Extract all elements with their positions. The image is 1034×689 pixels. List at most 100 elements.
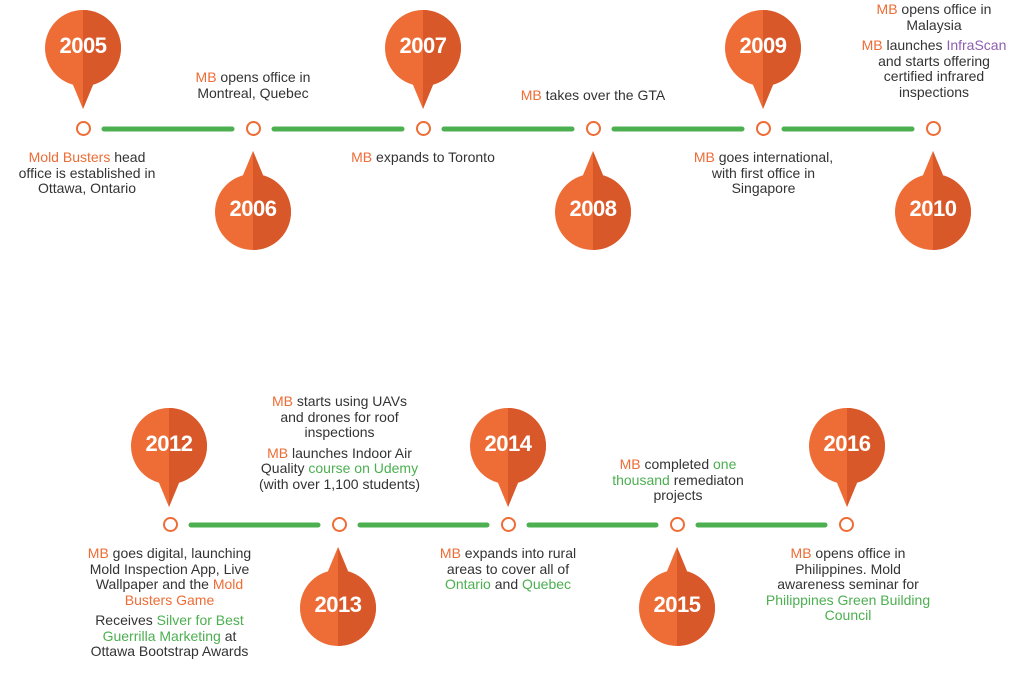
text-segment: remediaton projects xyxy=(653,471,744,503)
event-2013-text: MB starts using UAVs and drones for roof… xyxy=(252,393,427,497)
event-2009-text: MB goes international, with first office… xyxy=(681,149,846,202)
event-description-2: Receives Silver for Best Guerrilla Marke… xyxy=(82,612,257,660)
event-2006-text: MB opens office in Montreal, Quebec xyxy=(178,69,328,106)
pin-shape xyxy=(809,408,885,507)
timeline-node xyxy=(670,517,685,532)
event-description: MB opens office in Montreal, Quebec xyxy=(178,69,328,101)
text-segment: launches Indoor Air Quality xyxy=(260,444,412,476)
timeline-node xyxy=(586,121,601,136)
year-label: 2007 xyxy=(399,33,447,58)
text-segment: Receives xyxy=(95,612,157,628)
year-marker-2005: 2005 xyxy=(45,10,121,114)
text-segment: head office is established in Ottawa, On… xyxy=(18,149,156,196)
pin-shape xyxy=(131,408,207,507)
text-segment: expands to Toronto xyxy=(372,149,495,165)
pin-shape xyxy=(639,547,715,646)
pin-shape xyxy=(725,10,801,109)
year-label: 2005 xyxy=(59,33,107,58)
text-segment: Silver for Best Guerrilla Marketing xyxy=(102,612,244,644)
event-2016-text: MB opens office in Philippines. Mold awa… xyxy=(764,545,932,629)
text-segment: opens office in Malaysia xyxy=(897,1,992,33)
timeline-node xyxy=(332,517,347,532)
event-2007-text: MB expands to Toronto xyxy=(333,149,513,171)
timeline-node xyxy=(501,517,516,532)
event-2014-text: MB expands into rural areas to cover all… xyxy=(423,545,593,598)
text-segment: (with over 1,100 students) xyxy=(258,475,421,492)
text-segment: Quebec xyxy=(522,576,572,592)
text-segment: goes international, with first office in… xyxy=(711,149,834,196)
year-marker-2016: 2016 xyxy=(809,408,885,512)
text-segment: MB xyxy=(267,444,289,461)
event-description: MB expands into rural areas to cover all… xyxy=(423,545,593,593)
year-marker-2009: 2009 xyxy=(725,10,801,114)
event-description: MB opens office in Malaysia xyxy=(851,1,1017,33)
pin-shape xyxy=(555,151,631,250)
text-segment: InfraScan xyxy=(946,37,1007,53)
timeline-node xyxy=(76,121,91,136)
text-segment: MB xyxy=(876,1,898,17)
year-marker-2013: 2013 xyxy=(300,542,376,646)
year-label: 2014 xyxy=(484,431,532,456)
text-segment: MB xyxy=(619,456,641,472)
pin-shape xyxy=(45,10,121,109)
text-segment: completed xyxy=(640,456,713,472)
pin-shape xyxy=(470,408,546,507)
year-marker-2012: 2012 xyxy=(131,408,207,512)
text-segment: MB xyxy=(195,69,217,85)
text-segment: expands into rural areas to cover all of xyxy=(446,545,577,577)
text-segment: MB xyxy=(790,545,812,561)
year-label: 2015 xyxy=(653,592,701,617)
event-description: MB opens office in Philippines. Mold awa… xyxy=(764,545,932,624)
text-segment: Philippines Green Building Council xyxy=(765,591,931,623)
text-segment: MB xyxy=(861,37,883,53)
timeline-node xyxy=(416,121,431,136)
text-segment: Ontario xyxy=(444,576,491,592)
event-description-2: MB launches Indoor Air Quality course on… xyxy=(252,444,427,493)
event-2005-text: Mold Busters head office is established … xyxy=(12,149,162,202)
text-segment: MB xyxy=(87,545,109,561)
event-description: MB starts using UAVs and drones for roof… xyxy=(252,393,427,441)
year-label: 2008 xyxy=(569,196,617,221)
text-segment: MB xyxy=(439,545,461,561)
text-segment: launches xyxy=(882,37,947,53)
text-segment: and starts offering certified infrared i… xyxy=(878,52,990,100)
event-description: MB takes over the GTA xyxy=(498,87,688,104)
text-segment: takes over the GTA xyxy=(541,87,666,103)
timeline-node xyxy=(926,121,941,136)
text-segment: starts using UAVs and drones for roof in… xyxy=(280,393,408,440)
year-label: 2009 xyxy=(739,33,787,58)
event-description-2: MB launches InfraScan and starts offerin… xyxy=(851,37,1017,100)
pin-shape xyxy=(215,151,291,250)
event-2008-text: MB takes over the GTA xyxy=(498,87,688,109)
text-segment: goes digital, launching Mold Inspection … xyxy=(89,545,252,592)
event-description: MB goes digital, launching Mold Inspecti… xyxy=(82,545,257,608)
text-segment: Mold Busters Game xyxy=(124,576,244,608)
year-marker-2014: 2014 xyxy=(470,408,546,512)
pin-shape xyxy=(385,10,461,109)
year-marker-2006: 2006 xyxy=(215,146,291,250)
text-segment: MB xyxy=(351,149,373,165)
pin-shape xyxy=(300,547,376,646)
text-segment: one thousand xyxy=(612,456,737,488)
event-2012-text: MB goes digital, launching Mold Inspecti… xyxy=(82,545,257,665)
text-segment: course on Udemy xyxy=(308,460,419,476)
event-description: MB goes international, with first office… xyxy=(681,149,846,197)
year-marker-2007: 2007 xyxy=(385,10,461,114)
timeline-node xyxy=(756,121,771,136)
text-segment: and xyxy=(490,576,522,592)
event-2010-text: MB opens office in Malaysia MB launches … xyxy=(851,1,1017,105)
year-marker-2010: 2010 xyxy=(895,146,971,250)
text-segment: at Ottawa Bootstrap Awards xyxy=(90,627,249,659)
year-label: 2010 xyxy=(909,196,957,221)
year-marker-2008: 2008 xyxy=(555,146,631,250)
pin-shape xyxy=(895,151,971,250)
year-label: 2016 xyxy=(823,431,871,456)
year-label: 2013 xyxy=(314,592,362,617)
timeline-node xyxy=(246,121,261,136)
text-segment: Mold Busters xyxy=(28,149,111,165)
event-description: MB expands to Toronto xyxy=(333,149,513,166)
text-segment: opens office in Montreal, Quebec xyxy=(197,69,311,101)
year-marker-2015: 2015 xyxy=(639,542,715,646)
